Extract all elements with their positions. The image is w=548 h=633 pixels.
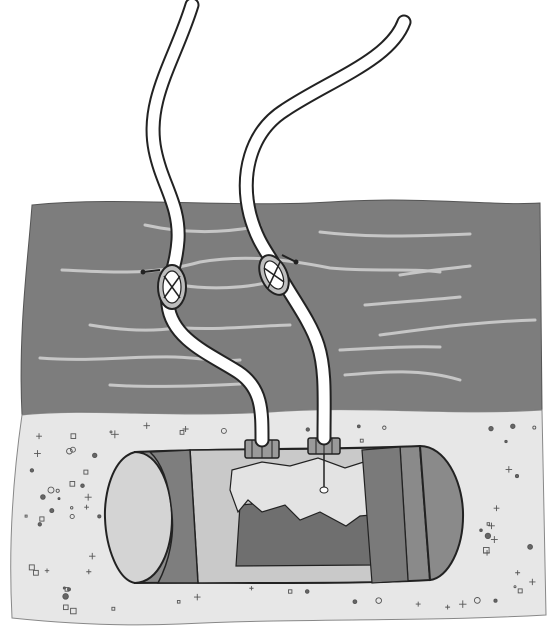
gravel-particle (480, 529, 483, 532)
gravel-particle (50, 509, 54, 513)
gravel-particle (306, 428, 309, 431)
gravel-particle (494, 599, 497, 602)
gravel-particle (98, 515, 101, 518)
gravel-particle (357, 425, 360, 428)
gravel-particle (305, 590, 309, 594)
gravel-particle (41, 495, 46, 500)
gravel-particle (38, 523, 41, 526)
tank-end-cap (105, 452, 172, 583)
gravel-particle (63, 594, 69, 600)
gravel-particle (515, 475, 518, 478)
gravel-particle (30, 469, 33, 472)
gravel-particle (485, 533, 490, 538)
gravel-particle (93, 453, 97, 457)
gravel-particle (353, 600, 357, 604)
gravel-particle (68, 588, 71, 591)
gravel-particle (81, 484, 85, 488)
tank (105, 446, 463, 583)
water-layer (21, 200, 542, 415)
gravel-particle (505, 440, 507, 442)
gravel-particle (58, 498, 60, 500)
gravel-particle (528, 545, 533, 550)
gravel-particle (63, 587, 65, 589)
gravel-particle (511, 424, 515, 428)
gravel-particle (489, 426, 493, 430)
